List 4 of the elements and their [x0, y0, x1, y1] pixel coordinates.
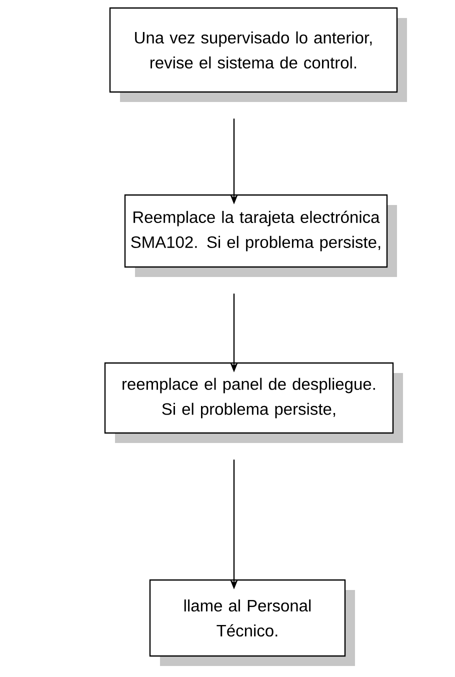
step-box: reemplace el panel de despliegue. Si el problema persiste, [104, 362, 403, 443]
step-box: Reemplace la tarajeta electrónica SMA102. Si el problema persiste, [124, 194, 397, 277]
step-box: llame al Personal Técnico. [149, 579, 355, 666]
step-box: Una vez supervisado lo anterior, revise el sistema de control. [109, 7, 407, 102]
